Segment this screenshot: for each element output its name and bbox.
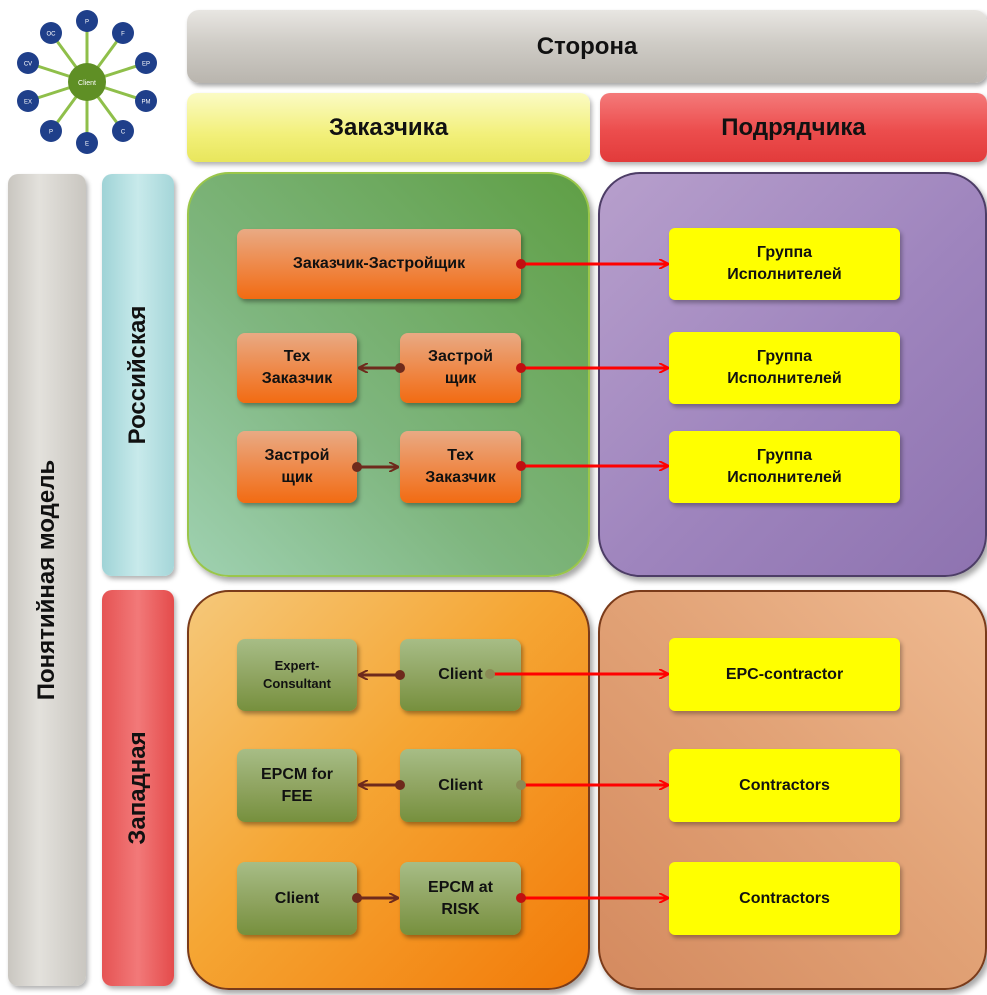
logo-node: P (76, 10, 98, 32)
connector-developer-to-group2 (516, 363, 668, 373)
epc-contractor-label: EPC-contractor (725, 665, 844, 683)
logo-node-label: CV (24, 62, 32, 68)
logo-node: EX (17, 90, 39, 112)
expert-consultant-label: Expert- Consultant (263, 658, 331, 691)
client-label-row1: Client (438, 666, 483, 684)
logo-node-label: EP (142, 62, 150, 68)
customer-header: Заказчика (187, 93, 590, 162)
contractors-box-row3: Contractors (669, 862, 900, 935)
client-box-row2: Client (400, 749, 521, 822)
russian-label-bar: Российская (102, 174, 174, 576)
performers-group-box-3: Группа Исполнителей (669, 431, 900, 503)
logo-node-label: PM (142, 100, 151, 106)
logo-node-label: F (121, 32, 125, 38)
logo-node: CV (17, 52, 39, 74)
tech-customer-box-row2: Тех Заказчик (237, 333, 357, 403)
connector-developer-to-tech-customer-row2 (359, 363, 405, 373)
connector-client-to-epcm-risk (352, 893, 398, 903)
connector-customer-developer-to-group1 (516, 259, 668, 269)
client-label-row3: Client (274, 889, 320, 907)
logo-node-label: P (49, 130, 53, 136)
customer-developer-label: Заказчик-Застройщик (292, 255, 466, 273)
developer-label-row2: Застрой щик (427, 348, 494, 387)
performers-group-box-2: Группа Исполнителей (669, 332, 900, 404)
concept-model-label-bar: Понятийная модель (8, 174, 86, 986)
contractor-header: Подрядчика (600, 93, 987, 162)
red-connectors (485, 259, 668, 903)
connector-epcm-risk-to-contractors (516, 893, 668, 903)
logo-node-label: EX (24, 100, 32, 106)
side-header-label: Сторона (536, 32, 638, 60)
epcm-risk-label: EPCM at RISK (428, 878, 493, 918)
logo-node: PM (135, 90, 157, 112)
connector-tech-customer-to-group3 (516, 461, 668, 471)
contractors-label-row2: Contractors (739, 776, 830, 794)
logo-node: OC (40, 22, 62, 44)
epcm-fee-label: EPCM for FEE (261, 765, 333, 805)
developer-label-row3: Застрой щик (264, 447, 330, 486)
tech-customer-label-row2: Тех Заказчик (261, 348, 333, 387)
connector-client-to-contractors (516, 780, 668, 790)
connector-client-to-expert-consultant (359, 670, 405, 680)
logo-node: P (40, 120, 62, 142)
western-label-bar: Западная (102, 590, 174, 986)
logo-node-label: C (121, 130, 126, 136)
logo-center-text: Client (78, 80, 96, 87)
client-label-row2: Client (438, 776, 483, 794)
client-box-row3: Client (237, 862, 357, 935)
developer-box-row2: Застрой щик (400, 333, 521, 403)
logo-node: F (112, 22, 134, 44)
epcm-fee-box: EPCM for FEE (237, 749, 357, 822)
logo-node-label: OC (47, 32, 57, 38)
epcm-risk-box: EPCM at RISK (400, 862, 521, 935)
logo-node: C (112, 120, 134, 142)
connector-client-to-epcm-fee (359, 780, 405, 790)
logo-node: E (76, 132, 98, 154)
developer-box-row3: Застрой щик (237, 431, 357, 503)
side-header: Сторона (187, 10, 987, 83)
contractor-header-label: Подрядчика (721, 113, 866, 141)
performers-group-box-1: Группа Исполнителей (669, 228, 900, 300)
connector-developer-to-tech-customer-row3 (352, 462, 398, 472)
expert-consultant-box: Expert- Consultant (237, 639, 357, 711)
performers-group-label-1: Группа Исполнителей (727, 244, 842, 283)
customer-header-label: Заказчика (328, 113, 449, 141)
tech-customer-label-row3: Тех Заказчик (425, 447, 496, 486)
performers-group-label-2: Группа Исполнителей (727, 348, 842, 387)
tech-customer-box-row3: Тех Заказчик (400, 431, 521, 503)
connector-client-to-epc-contractor (485, 669, 668, 679)
logo-center (68, 63, 106, 101)
customer-developer-box: Заказчик-Застройщик (237, 229, 521, 299)
logo-node-label: P (85, 20, 89, 26)
contractors-label-row3: Contractors (739, 889, 830, 907)
logo-node-label: E (85, 142, 89, 148)
contractors-box-row2: Contractors (669, 749, 900, 822)
epc-contractor-box: EPC-contractor (669, 638, 900, 711)
brown-connectors (352, 363, 405, 903)
performers-group-label-3: Группа Исполнителей (727, 447, 842, 486)
logo-node: EP (135, 52, 157, 74)
